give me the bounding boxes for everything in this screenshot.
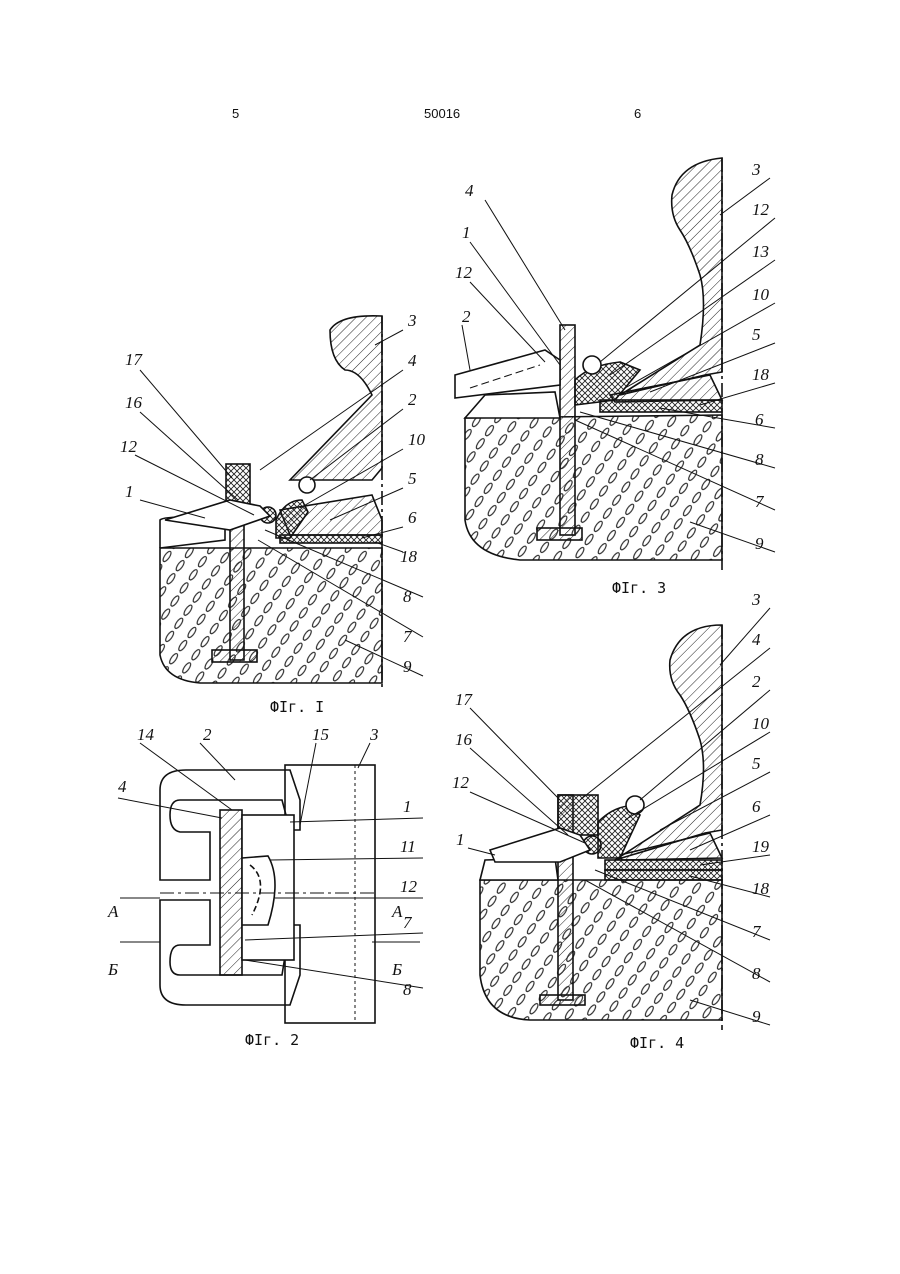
fig2-label: 11 bbox=[400, 837, 416, 856]
fig1-label: 2 bbox=[408, 390, 417, 409]
fig1-label: 18 bbox=[400, 547, 418, 566]
fig4-label: 16 bbox=[455, 730, 473, 749]
fig2-label: 8 bbox=[403, 980, 412, 999]
fig4-label: 7 bbox=[752, 922, 762, 941]
fig1-label: 6 bbox=[408, 508, 417, 527]
fig4-label: 4 bbox=[752, 630, 761, 649]
fig4-label: 3 bbox=[751, 590, 761, 609]
fig1-label: 5 bbox=[408, 469, 417, 488]
fig1-label: 10 bbox=[408, 430, 426, 449]
fig4-label: 6 bbox=[752, 797, 761, 816]
fig3-label: 5 bbox=[752, 325, 761, 344]
fig2-label: 3 bbox=[369, 725, 379, 744]
fig4-label: 19 bbox=[752, 837, 770, 856]
figure-4 bbox=[480, 625, 722, 1030]
fig2-section-label: Б bbox=[391, 960, 402, 979]
fig4-label: 1 bbox=[456, 830, 465, 849]
fig2-label: 12 bbox=[400, 877, 418, 896]
figure-1 bbox=[160, 316, 382, 690]
fig3-label: 12 bbox=[455, 263, 473, 282]
fig1-label: 9 bbox=[403, 657, 412, 676]
fig1-label: 16 bbox=[125, 393, 143, 412]
fig3-label: 8 bbox=[755, 450, 764, 469]
fig1-label: 4 bbox=[408, 351, 417, 370]
fig3-label: 10 bbox=[752, 285, 770, 304]
fig3-label: 7 bbox=[755, 492, 765, 511]
fig4-label: 17 bbox=[455, 690, 474, 709]
fig2-caption: ФIг. 2 bbox=[245, 1031, 299, 1049]
fig4-label: 2 bbox=[752, 672, 761, 691]
fig4-label: 12 bbox=[452, 773, 470, 792]
fig3-label: 3 bbox=[751, 160, 761, 179]
fig1-label: 8 bbox=[403, 587, 412, 606]
fig4-label: 8 bbox=[752, 964, 761, 983]
fig1-caption: ФIг. I bbox=[270, 698, 324, 716]
fig4-label: 5 bbox=[752, 754, 761, 773]
fig2-label: 7 bbox=[403, 913, 413, 932]
fig2-label: 2 bbox=[203, 725, 212, 744]
fig3-label: 1 bbox=[462, 223, 471, 242]
fig2-section-label: А bbox=[107, 902, 119, 921]
fig1-label: 12 bbox=[120, 437, 138, 456]
fig3-label: 9 bbox=[755, 534, 764, 553]
fig2-section-label: А bbox=[391, 902, 403, 921]
fig3-label: 12 bbox=[752, 200, 770, 219]
fig2-label: 15 bbox=[312, 725, 329, 744]
fig1-label: 3 bbox=[407, 311, 417, 330]
fig3-label: 13 bbox=[752, 242, 769, 261]
fig1-label: 1 bbox=[125, 482, 134, 501]
fig3-caption: ФIг. 3 bbox=[612, 579, 666, 597]
fig3-label: 4 bbox=[465, 181, 474, 200]
fig2-label: 4 bbox=[118, 777, 127, 796]
fig4-label: 18 bbox=[752, 879, 770, 898]
fig2-label: 14 bbox=[137, 725, 155, 744]
figure-3 bbox=[455, 158, 722, 570]
fig3-label: 2 bbox=[462, 307, 471, 326]
fig4-label: 10 bbox=[752, 714, 770, 733]
figure-2 bbox=[160, 765, 375, 1023]
fig4-caption: ФIг. 4 bbox=[630, 1034, 684, 1052]
fig4-label: 9 bbox=[752, 1007, 761, 1026]
fig3-label: 6 bbox=[755, 410, 764, 429]
fig2-label: 1 bbox=[403, 797, 412, 816]
fig3-label: 18 bbox=[752, 365, 770, 384]
fig2-section-label: Б bbox=[107, 960, 118, 979]
fig1-label: 17 bbox=[125, 350, 144, 369]
